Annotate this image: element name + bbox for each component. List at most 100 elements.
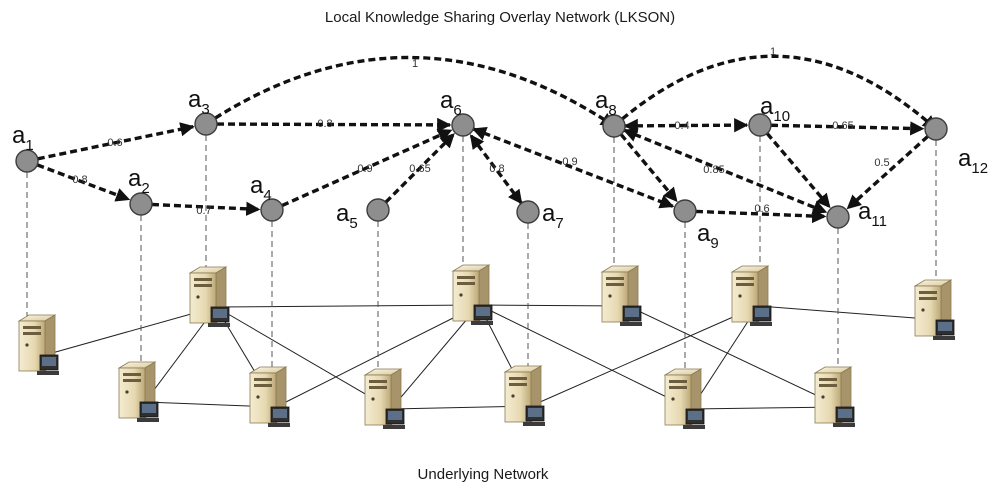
edge-weight-label: 1 <box>770 46 776 58</box>
server-icon <box>17 314 59 375</box>
server-icon <box>600 265 642 326</box>
server-icon <box>663 368 705 429</box>
overlay-node-a5 <box>366 198 390 222</box>
overlay-edge <box>846 135 929 210</box>
physical-link <box>690 305 759 410</box>
node-label-a12: a12 <box>958 145 988 177</box>
edge-weight-label: 0.9 <box>562 156 577 168</box>
servers <box>17 264 955 429</box>
server-icon <box>503 365 545 426</box>
edge-weight-label: 0.6 <box>107 137 122 149</box>
node-label-letter: a <box>188 86 202 113</box>
overlay-node-a2 <box>129 192 153 216</box>
overlay-node-a10 <box>748 113 772 137</box>
physical-link <box>478 304 692 410</box>
edge-weight-label: 0.9 <box>357 163 372 175</box>
node-label-a1: a1 <box>12 122 34 154</box>
node-label-a8: a8 <box>595 87 617 119</box>
server-icon <box>813 366 855 427</box>
server-icon <box>363 368 405 429</box>
node-label-a6: a6 <box>440 87 462 119</box>
node-label-subscript: 11 <box>871 213 887 230</box>
node-label-a11: a11 <box>858 198 887 230</box>
node-label-subscript: 1 <box>25 137 33 154</box>
node-label-letter: a <box>440 87 454 114</box>
overlay-edge <box>619 133 678 203</box>
overlay-edge <box>151 201 261 216</box>
overlay-edge <box>37 122 195 161</box>
node-label-a3: a3 <box>188 86 210 118</box>
diagram-title: Local Knowledge Sharing Overlay Network … <box>325 9 675 26</box>
node-label-a2: a2 <box>128 165 150 197</box>
node-label-subscript: 10 <box>773 108 790 125</box>
server-icon <box>248 366 290 427</box>
overlay-node-a11 <box>826 205 850 229</box>
node-label-a4: a4 <box>250 172 272 204</box>
node-label-subscript: 2 <box>141 180 149 197</box>
underlying-network-label: Underlying Network <box>418 466 549 483</box>
physical-link <box>390 304 480 410</box>
physical-link <box>215 304 480 308</box>
edge-weight-label: 0.85 <box>703 164 724 176</box>
node-label-letter: a <box>958 145 972 172</box>
node-label-a10: a10 <box>760 93 790 125</box>
physical-link <box>44 306 217 356</box>
overlay-node-a4 <box>260 198 284 222</box>
edge-weight-label: 0.8 <box>317 118 332 130</box>
overlay-edge <box>205 55 616 128</box>
node-label-letter: a <box>858 198 872 225</box>
node-label-subscript: 6 <box>453 102 461 119</box>
physical-links <box>44 304 942 410</box>
server-icon <box>188 266 230 327</box>
mapping-links <box>26 135 937 371</box>
overlay-node-a3 <box>194 112 218 136</box>
overlay-edge <box>216 117 452 133</box>
edge-weight-label: 0.6 <box>754 203 769 215</box>
edge-weight-label: 0.7 <box>196 205 211 217</box>
node-label-a7: a7 <box>542 200 564 232</box>
overlay-edge <box>384 132 456 204</box>
node-label-letter: a <box>542 200 556 227</box>
overlay-edge <box>622 128 828 214</box>
edge-weight-label: 0.65 <box>832 120 853 132</box>
overlay-node-a9 <box>673 199 697 223</box>
node-label-a5: a5 <box>336 200 358 232</box>
overlay-node-a1 <box>15 149 39 173</box>
physical-link <box>530 305 759 407</box>
node-label-subscript: 9 <box>710 235 718 252</box>
node-label-subscript: 3 <box>201 101 209 118</box>
overlay-edge <box>765 132 831 209</box>
node-label-subscript: 12 <box>971 160 988 177</box>
node-label-letter: a <box>12 122 26 149</box>
node-label-subscript: 5 <box>349 215 357 232</box>
node-label-letter: a <box>128 165 142 192</box>
overlay-node-a8 <box>602 114 626 138</box>
edge-weight-label: 0.65 <box>409 163 430 175</box>
node-label-letter: a <box>250 172 264 199</box>
node-label-letter: a <box>760 93 774 120</box>
edge-weight-label: 0.8 <box>72 174 87 186</box>
node-label-letter: a <box>697 220 711 247</box>
node-label-letter: a <box>336 200 350 227</box>
node-label-a9: a9 <box>697 220 719 252</box>
node-label-subscript: 4 <box>263 187 271 204</box>
server-icon <box>451 264 493 325</box>
physical-link <box>757 305 942 321</box>
overlay-edge <box>623 118 749 133</box>
overlay-node-a6 <box>451 113 475 137</box>
server-icon <box>117 361 159 422</box>
edge-weight-label: 1 <box>412 58 418 70</box>
physical-link <box>215 306 392 410</box>
node-label-letter: a <box>595 87 609 114</box>
overlay-node-a12 <box>924 117 948 141</box>
overlay-node-a7 <box>516 200 540 224</box>
server-icon <box>913 279 955 340</box>
edge-weight-label: 0.4 <box>674 120 689 132</box>
node-label-subscript: 8 <box>608 102 616 119</box>
node-label-subscript: 7 <box>555 215 563 232</box>
overlay-edge <box>612 54 938 131</box>
overlay-edge <box>281 128 453 208</box>
